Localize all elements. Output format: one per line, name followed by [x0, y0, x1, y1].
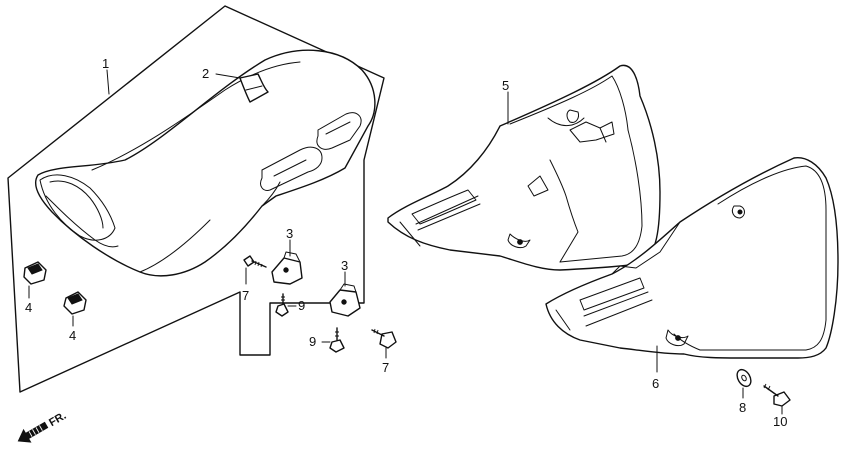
callout-10: 10	[773, 414, 787, 429]
callout-7-right: 7	[382, 360, 389, 375]
grommet-part-4-upper	[23, 261, 47, 285]
seat-bracket-lower	[329, 283, 361, 317]
bolt-part-9-upper	[275, 293, 289, 317]
callout-3-lower: 3	[341, 258, 348, 273]
callout-6: 6	[652, 376, 659, 391]
callout-9-upper: 9	[298, 298, 305, 313]
leader-lines	[28, 69, 783, 415]
callout-9-lower: 9	[309, 334, 316, 349]
washer-part-8	[736, 368, 752, 388]
side-cover-left	[387, 64, 661, 271]
seat	[34, 49, 376, 277]
bolt-part-7-left	[243, 255, 267, 268]
front-direction-indicator: FR.	[17, 410, 68, 443]
callout-2: 2	[202, 66, 209, 81]
seat-bracket-upper	[271, 251, 303, 285]
bolt-part-7-right	[371, 328, 397, 349]
bolt-part-9-lower	[329, 327, 345, 353]
front-direction-label: FR.	[47, 410, 68, 429]
callout-5: 5	[502, 78, 509, 93]
bolt-part-10	[763, 383, 791, 407]
callout-1: 1	[102, 56, 109, 71]
callout-3-upper: 3	[286, 226, 293, 241]
callout-7-left: 7	[242, 288, 249, 303]
callout-8: 8	[739, 400, 746, 415]
front-arrow-icon	[17, 421, 49, 443]
side-cover-right	[545, 157, 839, 359]
callout-4-lower: 4	[69, 328, 76, 343]
callout-4-upper: 4	[25, 300, 32, 315]
grommet-part-4-lower	[63, 291, 87, 315]
